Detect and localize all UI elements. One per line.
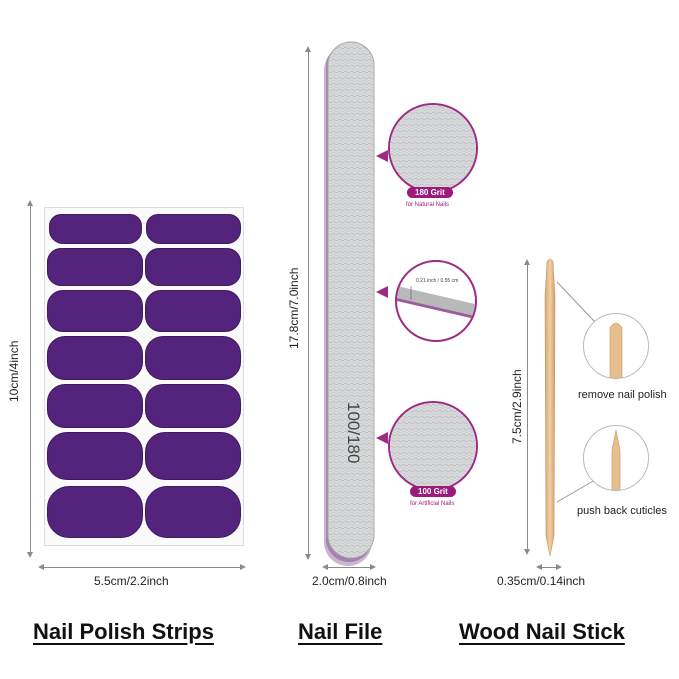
stick-tip-connectors <box>556 281 596 503</box>
nail-strip <box>47 384 143 428</box>
file-thickness-label: 0.21 inch / 0.55 cm <box>416 278 459 284</box>
file-length-label: 17.8cm/7.0inch <box>287 267 301 349</box>
grit-100-badge: 100 Grit <box>410 486 456 497</box>
nail-strip <box>146 214 241 244</box>
stick-round-tip-circle <box>583 313 649 379</box>
grit-100-caption: for Artificial Nails <box>410 501 455 507</box>
nail-strip <box>145 248 241 286</box>
nail-strip <box>47 336 143 380</box>
grit-180-zoom-circle <box>388 103 478 193</box>
nail-strip <box>145 384 241 428</box>
stick-width-label: 0.35cm/0.14inch <box>497 574 586 588</box>
nail-strip <box>145 290 241 332</box>
nail-strip-sheet <box>44 207 244 546</box>
strips-width-label: 5.5cm/2.2inch <box>94 574 169 588</box>
file-thickness-zoom-circle <box>395 260 477 342</box>
nail-strip <box>47 290 143 332</box>
nail-strip <box>47 432 143 480</box>
nail-strip <box>47 248 143 286</box>
grit-texture-icon <box>390 403 476 489</box>
remove-nail-polish-label: remove nail polish <box>578 389 667 401</box>
nail-file <box>324 41 375 566</box>
stick-length-label: 7.5cm/2.9inch <box>510 369 524 444</box>
nail-polish-strips-title: Nail Polish Strips <box>33 619 214 644</box>
nail-file-title: Nail File <box>298 619 383 644</box>
strips-height-label: 10cm/4inch <box>7 340 21 402</box>
nail-strip <box>145 432 241 480</box>
wood-nail-stick-title: Wood Nail Stick <box>459 619 625 644</box>
grit-100-zoom-circle <box>388 401 478 491</box>
nail-strip <box>49 214 142 244</box>
zoom-pointer <box>376 286 388 298</box>
push-back-cuticles-label: push back cuticles <box>577 505 667 517</box>
round-tip-icon <box>609 322 623 378</box>
zoom-pointer <box>376 150 388 162</box>
grit-texture-icon <box>390 105 476 191</box>
pointed-tip-icon <box>611 429 621 490</box>
nail-strip <box>145 486 241 538</box>
file-edge-icon <box>397 286 475 319</box>
nail-strip <box>47 486 143 538</box>
zoom-pointer <box>376 432 388 444</box>
grit-180-caption: for Natural Nails <box>406 202 450 208</box>
nail-strip <box>145 336 241 380</box>
stick-pointed-tip-circle <box>583 425 649 491</box>
file-printed-grit: 100/180 <box>344 402 363 464</box>
wood-nail-stick <box>544 258 556 557</box>
grit-180-badge: 180 Grit <box>407 187 453 198</box>
file-width-label: 2.0cm/0.8inch <box>312 574 387 588</box>
